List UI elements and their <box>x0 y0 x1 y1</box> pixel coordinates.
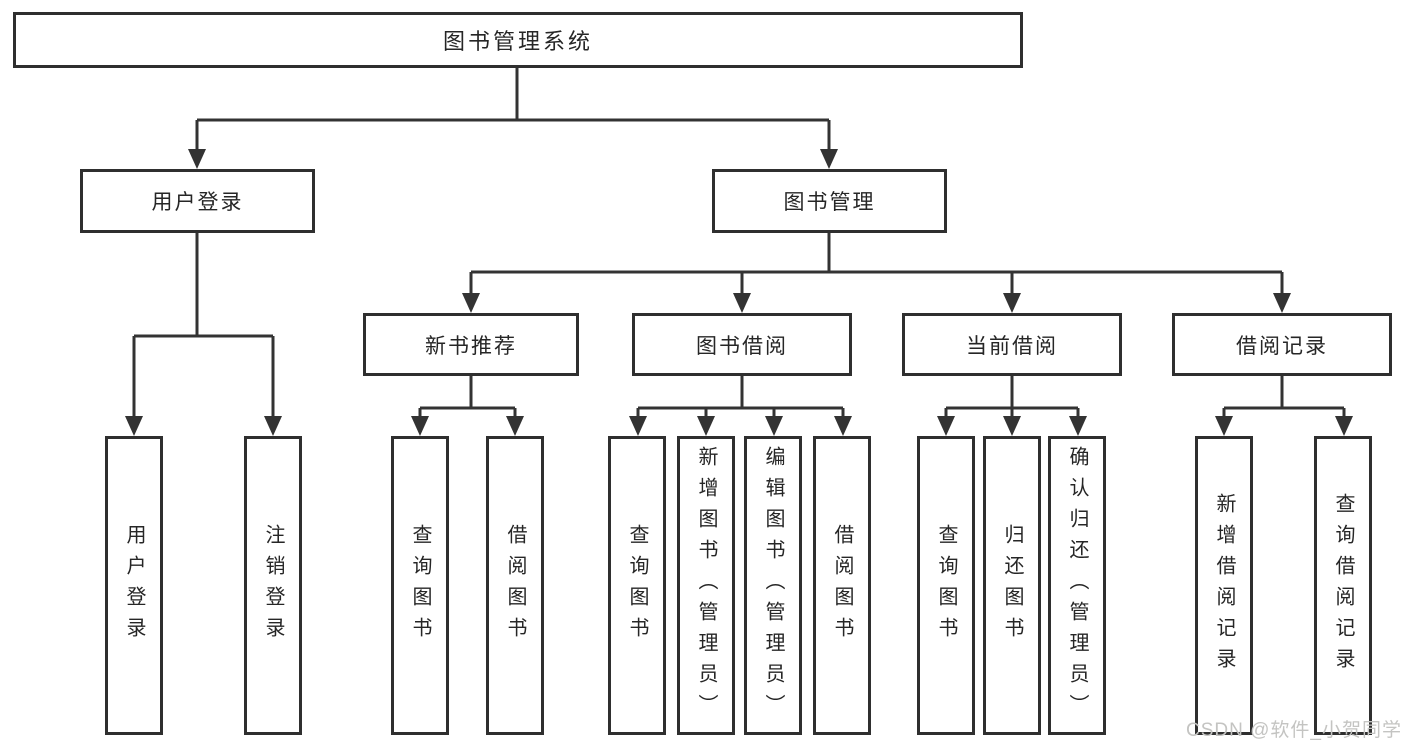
node-label: 当前借阅 <box>966 334 1058 358</box>
node-library-management-system: 图书管理系统 <box>13 12 1023 68</box>
leaf-user-login: 用户登录 <box>105 436 163 735</box>
leaf-newbook-borrow-books: 借阅图书 <box>486 436 544 735</box>
leaf-borrow-query-books: 查询图书 <box>608 436 666 735</box>
node-label: 查询图书 <box>409 523 431 648</box>
node-label: 借阅图书 <box>504 523 526 648</box>
leaf-borrow-edit-books-admin: 编辑图书（管理员） <box>744 436 802 735</box>
node-label: 注销登录 <box>262 523 284 648</box>
node-current-borrow: 当前借阅 <box>902 313 1122 376</box>
node-label: 用户登录 <box>151 191 244 214</box>
leaf-current-confirm-return-admin: 确认归还（管理员） <box>1048 436 1106 735</box>
node-label: 查询借阅记录 <box>1332 492 1354 679</box>
node-label: 借阅记录 <box>1236 334 1328 358</box>
leaf-logout-login: 注销登录 <box>244 436 302 735</box>
node-label: 新书推荐 <box>425 334 517 358</box>
node-book-borrow: 图书借阅 <box>632 313 852 376</box>
leaf-borrow-add-books-admin: 新增图书（管理员） <box>677 436 735 735</box>
node-label: 图书管理 <box>783 191 876 214</box>
node-borrow-records: 借阅记录 <box>1172 313 1392 376</box>
node-user-login: 用户登录 <box>80 169 315 233</box>
node-label: 归还图书 <box>1001 523 1023 648</box>
leaf-borrow-borrow-books: 借阅图书 <box>813 436 871 735</box>
node-label: 用户登录 <box>123 523 145 648</box>
leaf-current-return-books: 归还图书 <box>983 436 1041 735</box>
node-label: 新增借阅记录 <box>1213 492 1235 679</box>
leaf-records-query-record: 查询借阅记录 <box>1314 436 1372 735</box>
node-label: 图书借阅 <box>696 334 788 358</box>
node-new-book-recommend: 新书推荐 <box>363 313 579 376</box>
csdn-watermark: CSDN @软件_小贺同学 <box>1186 720 1402 741</box>
node-label: 查询图书 <box>935 523 957 648</box>
node-label: 借阅图书 <box>831 523 853 648</box>
node-label: 确认归还（管理员） <box>1066 446 1088 725</box>
node-label: 编辑图书（管理员） <box>762 446 784 725</box>
node-label: 新增图书（管理员） <box>695 446 717 725</box>
node-label: 图书管理系统 <box>442 29 593 54</box>
node-label: 查询图书 <box>626 523 648 648</box>
leaf-newbook-query-books: 查询图书 <box>391 436 449 735</box>
node-book-management: 图书管理 <box>712 169 947 233</box>
leaf-records-add-record: 新增借阅记录 <box>1195 436 1253 735</box>
leaf-current-query-books: 查询图书 <box>917 436 975 735</box>
